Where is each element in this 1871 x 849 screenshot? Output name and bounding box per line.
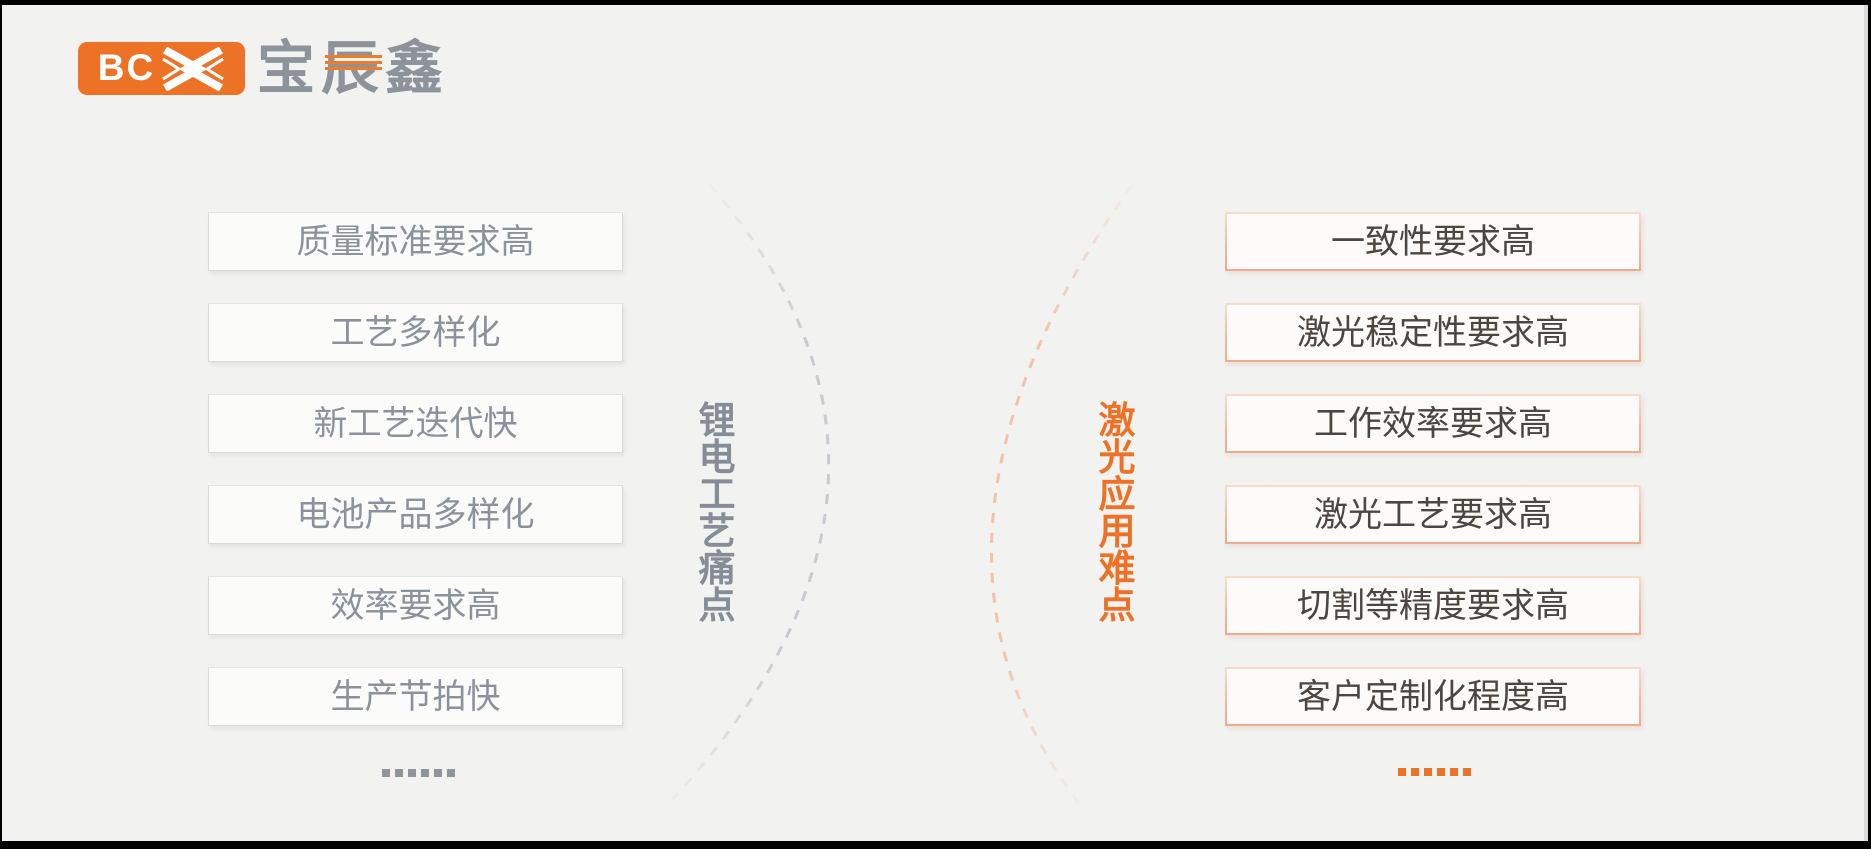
dot	[1398, 768, 1406, 776]
left-item-box: 新工艺迭代快	[208, 394, 623, 453]
left-item-box: 质量标准要求高	[208, 212, 623, 271]
left-item-box: 工艺多样化	[208, 303, 623, 362]
right-item-box: 激光稳定性要求高	[1225, 303, 1641, 362]
right-items-column: 一致性要求高 激光稳定性要求高 工作效率要求高 激光工艺要求高 切割等精度要求高…	[1225, 212, 1641, 758]
dot	[395, 769, 403, 777]
ellipsis-dots-left	[382, 769, 455, 777]
company-name: 宝辰鑫	[257, 36, 450, 101]
left-items-column: 质量标准要求高 工艺多样化 新工艺迭代快 电池产品多样化 效率要求高 生产节拍快	[208, 212, 623, 758]
right-item-box: 切割等精度要求高	[1225, 576, 1641, 635]
dot	[1450, 768, 1458, 776]
left-item-box: 效率要求高	[208, 576, 623, 635]
dot	[1463, 768, 1471, 776]
brand-logo: BC 宝辰鑫	[78, 36, 450, 101]
dot	[382, 769, 390, 777]
right-vertical-heading: 激光应用难点	[1098, 400, 1136, 626]
window-edge-highlight	[1864, 5, 1868, 841]
logo-badge-text: BC	[97, 47, 156, 88]
window-border-left	[0, 0, 2, 849]
left-item-box: 生产节拍快	[208, 667, 623, 726]
window-border-right	[1868, 0, 1871, 849]
logo-badge: BC	[78, 42, 245, 95]
right-item-box: 客户定制化程度高	[1225, 667, 1641, 726]
window-border-bottom	[0, 841, 1871, 849]
left-item-box: 电池产品多样化	[208, 485, 623, 544]
dot	[1411, 768, 1419, 776]
window-border-top	[0, 0, 1871, 5]
dot	[1437, 768, 1445, 776]
left-vertical-heading: 锂电工艺痛点	[698, 400, 736, 626]
right-dashed-arc	[990, 184, 1134, 806]
dot	[434, 769, 442, 777]
double-chevron-x-icon	[162, 46, 225, 91]
right-item-box: 激光工艺要求高	[1225, 485, 1641, 544]
dot	[1424, 768, 1432, 776]
left-dashed-arc	[670, 184, 831, 802]
right-item-box: 一致性要求高	[1225, 212, 1641, 271]
dot	[421, 769, 429, 777]
ellipsis-dots-right	[1398, 768, 1471, 776]
right-item-box: 工作效率要求高	[1225, 394, 1641, 453]
dot	[447, 769, 455, 777]
dot	[408, 769, 416, 777]
